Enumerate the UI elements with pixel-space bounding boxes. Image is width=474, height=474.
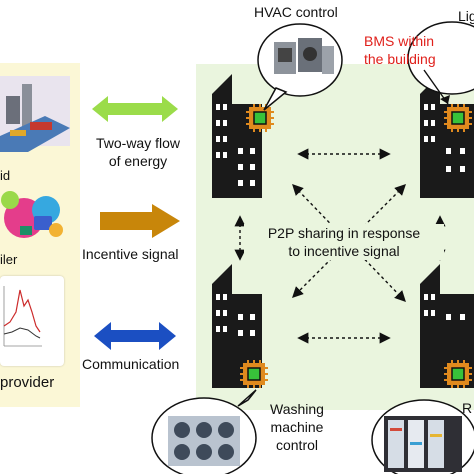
communication-double-arrow (94, 322, 176, 350)
p2p-label: P2P sharing in response to incentive sig… (244, 224, 444, 260)
bms-chip-icon (444, 104, 472, 132)
energy-flow-label: Two-way flow of energy (95, 135, 181, 169)
bms-chip-icon (246, 104, 274, 132)
retailer-illustration (1, 191, 63, 238)
grid-label: id (0, 168, 11, 183)
bms-pointer-arrow (423, 69, 450, 105)
incentive-signal-arrow (100, 204, 180, 238)
building-bottom-right (420, 264, 474, 388)
washing-callout (151, 389, 257, 474)
bms-chip-icon (444, 360, 472, 388)
provider-label: provider (0, 374, 55, 391)
bms-chip-icon (240, 360, 268, 388)
lighting-callout (407, 21, 474, 95)
washing-label: Washing machine control (270, 401, 324, 453)
incentive-signal-label: Incentive signal (82, 246, 179, 262)
energy-flow-double-arrow (92, 96, 178, 122)
refrigeration-callout (371, 399, 474, 474)
hvac-callout (257, 23, 343, 111)
bms-label: BMS within the building (364, 33, 436, 67)
provider-price-chart (3, 286, 42, 347)
retailer-label: iler (0, 252, 18, 267)
hvac-label: HVAC control (254, 4, 338, 20)
communication-label: Communication (82, 356, 180, 372)
lighting-label: Lig (458, 8, 474, 24)
power-grid-illustration (0, 76, 70, 152)
refrigeration-label: R (462, 400, 473, 416)
